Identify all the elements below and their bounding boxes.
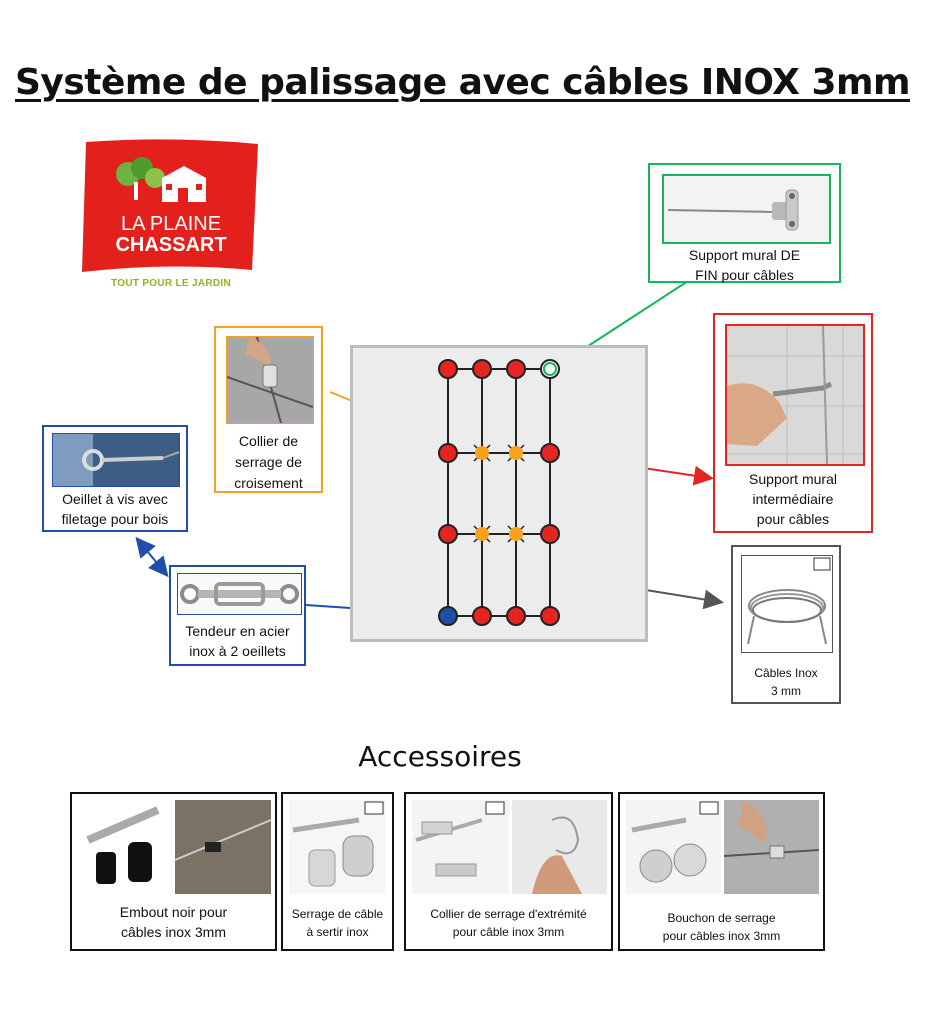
oeillet-label-1: Oeillet à vis avec: [62, 491, 168, 507]
callout-tendeur: Tendeur en acier inox à 2 oeillets: [169, 565, 306, 666]
collier-croisement-label-2: serrage de: [235, 454, 302, 470]
support-fin-photo: [662, 174, 831, 244]
tendeur-label-2: inox à 2 oeillets: [189, 643, 286, 659]
collier-extremite-label-1: Collier de serrage d'extrémité: [430, 907, 587, 921]
collier-croisement-label-1: Collier de: [238, 433, 299, 449]
collier-croisement-label-3: croisement: [234, 475, 303, 491]
arrow-oeillet: [135, 536, 169, 578]
trellis-diagram: [350, 345, 648, 642]
support-intermediaire-label-2: intermédiaire: [752, 491, 834, 507]
bouchon-label-2: pour câbles inox 3mm: [662, 929, 781, 943]
serrage-sertir-label-2: à sertir inox: [306, 925, 369, 939]
collier-croisement-photo: [226, 336, 314, 424]
embout-label-2: câbles inox 3mm: [120, 924, 227, 940]
cables-label-1: Câbles Inox: [754, 666, 818, 680]
tendeur-photo: [177, 573, 302, 615]
support-fin-label-1: Support mural DE: [688, 247, 801, 263]
oeillet-label-2: filetage pour bois: [61, 511, 169, 527]
brand-logo: LA PLAINE CHASSART: [80, 138, 262, 298]
oeillet-photo: [52, 433, 180, 487]
support-intermediaire-label-1: Support mural: [749, 471, 837, 487]
collier-extremite-photo-1: [412, 800, 509, 894]
collier-extremite-photo-2: [512, 800, 607, 894]
callout-support-intermediaire: Support mural intermédiaire pour câbles: [713, 313, 873, 533]
embout-photo-1: [78, 800, 172, 894]
callout-support-fin: Support mural DE FIN pour câbles: [648, 163, 841, 283]
support-fin-label-2: FIN pour câbles: [695, 267, 794, 283]
accessory-embout: Embout noir pour câbles inox 3mm: [70, 792, 277, 951]
accessory-collier-extremite: Collier de serrage d'extrémité pour câbl…: [404, 792, 613, 951]
bouchon-photo-1: [626, 800, 721, 894]
support-intermediaire-label-3: pour câbles: [756, 511, 830, 527]
callout-collier-croisement: Collier de serrage de croisement: [214, 326, 323, 493]
logo-line2: CHASSART: [115, 234, 226, 256]
serrage-sertir-photo: [289, 800, 386, 894]
serrage-sertir-label-1: Serrage de câble: [291, 907, 384, 921]
collier-extremite-label-2: pour câble inox 3mm: [452, 925, 565, 939]
page-title: Système de palissage avec câbles INOX 3m…: [14, 62, 911, 103]
callout-oeillet: Oeillet à vis avec filetage pour bois: [42, 425, 188, 532]
logo-tagline: TOUT POUR LE JARDIN: [111, 278, 231, 289]
support-intermediaire-photo: [725, 324, 865, 466]
bouchon-label-1: Bouchon de serrage: [667, 911, 776, 925]
embout-photo-2: [175, 800, 271, 894]
cables-photo: [741, 555, 833, 653]
accessory-bouchon: Bouchon de serrage pour câbles inox 3mm: [618, 792, 825, 951]
callout-cables: Câbles Inox 3 mm: [731, 545, 841, 704]
accessories-heading: Accessoires: [358, 740, 522, 773]
cables-label-2: 3 mm: [771, 684, 801, 698]
bouchon-photo-2: [724, 800, 819, 894]
accessory-serrage-sertir: Serrage de câble à sertir inox: [281, 792, 394, 951]
tendeur-label-1: Tendeur en acier: [185, 623, 290, 639]
embout-label-1: Embout noir pour: [119, 904, 228, 920]
logo-line1: LA PLAINE: [121, 213, 221, 235]
